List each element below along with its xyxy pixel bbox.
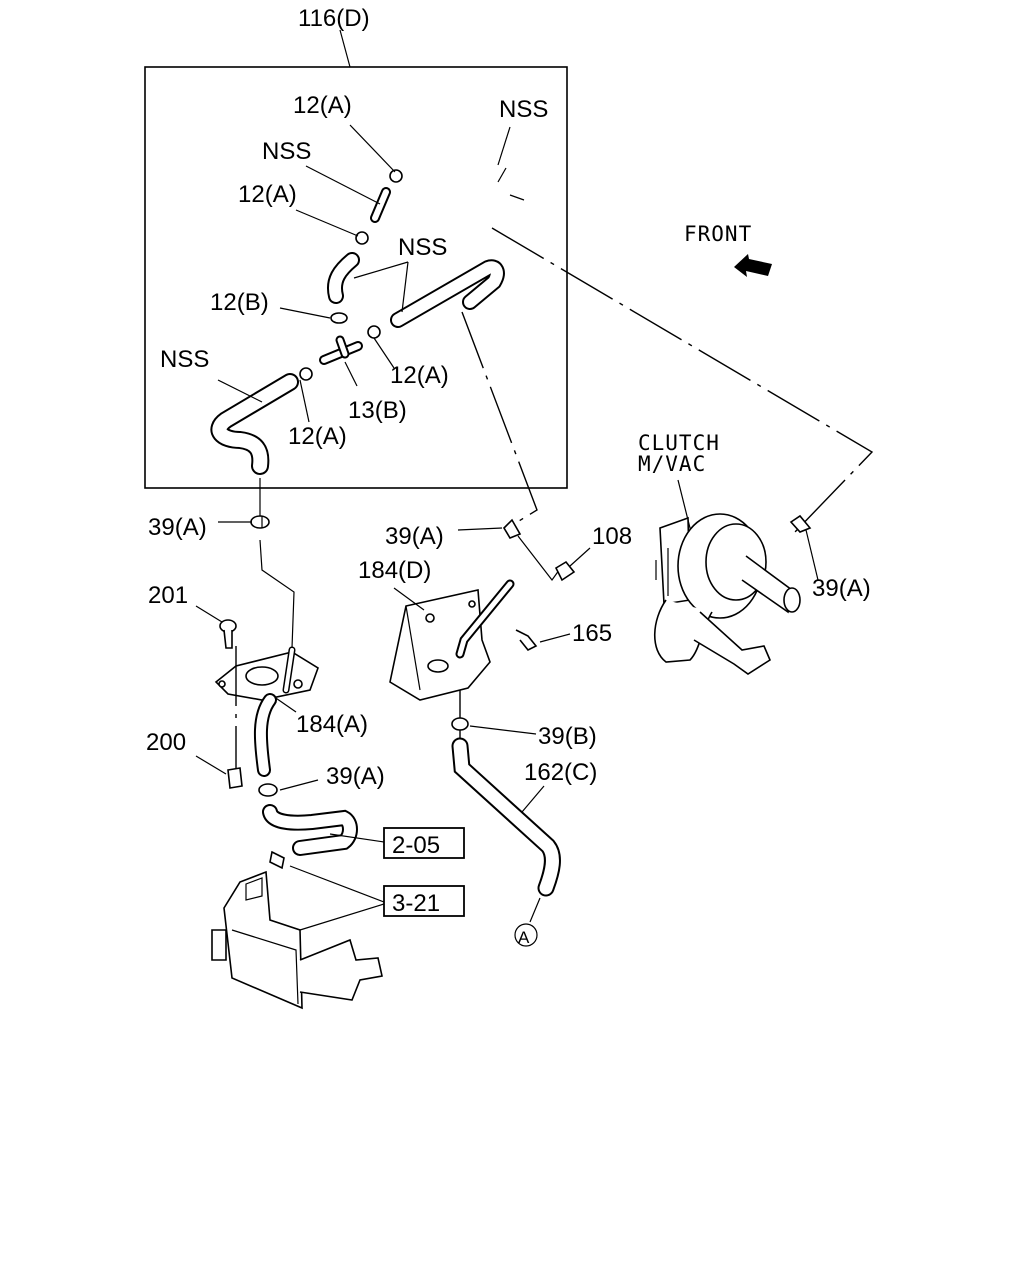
clamp-12b [330, 312, 348, 324]
pipe-to-2-05 [262, 804, 358, 856]
label-nss-center: NSS [398, 234, 447, 261]
label-12a-right: 12(A) [390, 362, 449, 389]
label-13b: 13(B) [348, 397, 407, 424]
clamp-39b [451, 717, 469, 731]
label-39b: 39(B) [538, 723, 597, 750]
label-162c: 162(C) [524, 759, 597, 786]
label-39a-lower: 39(A) [326, 763, 385, 790]
label-nss-top-right: NSS [499, 96, 548, 123]
routing-line-to-bracket [461, 311, 538, 525]
label-108: 108 [592, 523, 632, 550]
hose-lower-left [253, 693, 277, 777]
clamp-12a-bottom [299, 367, 313, 381]
label-39a-center: 39(A) [385, 523, 444, 550]
label-12a-second: 12(A) [238, 181, 297, 208]
label-184d: 184(D) [358, 557, 431, 584]
clamp-12a-top [389, 169, 403, 183]
label-200: 200 [146, 729, 186, 756]
hose-top-right [402, 126, 529, 224]
clamp-12a-second [355, 231, 369, 245]
label-clutch: CLUTCH [638, 431, 720, 455]
label-184a: 184(A) [296, 711, 368, 738]
bolt-201 [219, 619, 237, 649]
clutch-master-vac [654, 513, 801, 675]
hose-center-elbow [327, 252, 360, 304]
label-39a-right: 39(A) [812, 575, 871, 602]
short-pipe-nss [370, 187, 391, 223]
connector-108 [554, 560, 576, 582]
bolt-165 [515, 629, 538, 652]
connection-a-marker [514, 923, 538, 947]
clamp-39a-left [250, 515, 270, 529]
label-12b: 12(B) [210, 289, 269, 316]
assembly-frame-116d [144, 29, 568, 489]
clamp-39a-center [502, 518, 522, 539]
label-nss-mid-left: NSS [262, 138, 311, 165]
clamp-39a-right [789, 514, 812, 533]
label-39a-left: 39(A) [148, 514, 207, 541]
label-165: 165 [572, 620, 612, 647]
label-mvac: M/VAC [638, 452, 706, 476]
ref-box-3-21[interactable] [383, 885, 465, 917]
routing-line-to-clutch [491, 227, 874, 533]
label-nss-left: NSS [160, 346, 209, 373]
canister-unit [211, 870, 383, 1010]
clamp-3-21 [269, 850, 285, 870]
hose-left-elbow [210, 373, 299, 475]
label-ref-2-05: 2-05 [392, 832, 440, 859]
label-116d: 116(D) [298, 5, 370, 32]
bracket-184d [389, 589, 491, 701]
label-ref-3-21: 3-21 [392, 890, 440, 917]
front-arrow-icon [734, 254, 772, 277]
label-front: FRONT [684, 222, 752, 246]
label-201: 201 [148, 582, 188, 609]
clamp-39a-lower [258, 783, 278, 797]
label-12a-bottom: 12(A) [288, 423, 347, 450]
joint-13b [319, 335, 363, 365]
hose-long-diagonal [390, 259, 505, 328]
label-12a-top: 12(A) [293, 92, 352, 119]
nut-200 [227, 767, 243, 789]
clamp-12a-right [367, 325, 381, 339]
hose-162c [451, 737, 561, 897]
ref-box-2-05[interactable] [383, 827, 465, 859]
label-connection-a: A [518, 928, 530, 947]
bracket-184a [214, 651, 319, 701]
